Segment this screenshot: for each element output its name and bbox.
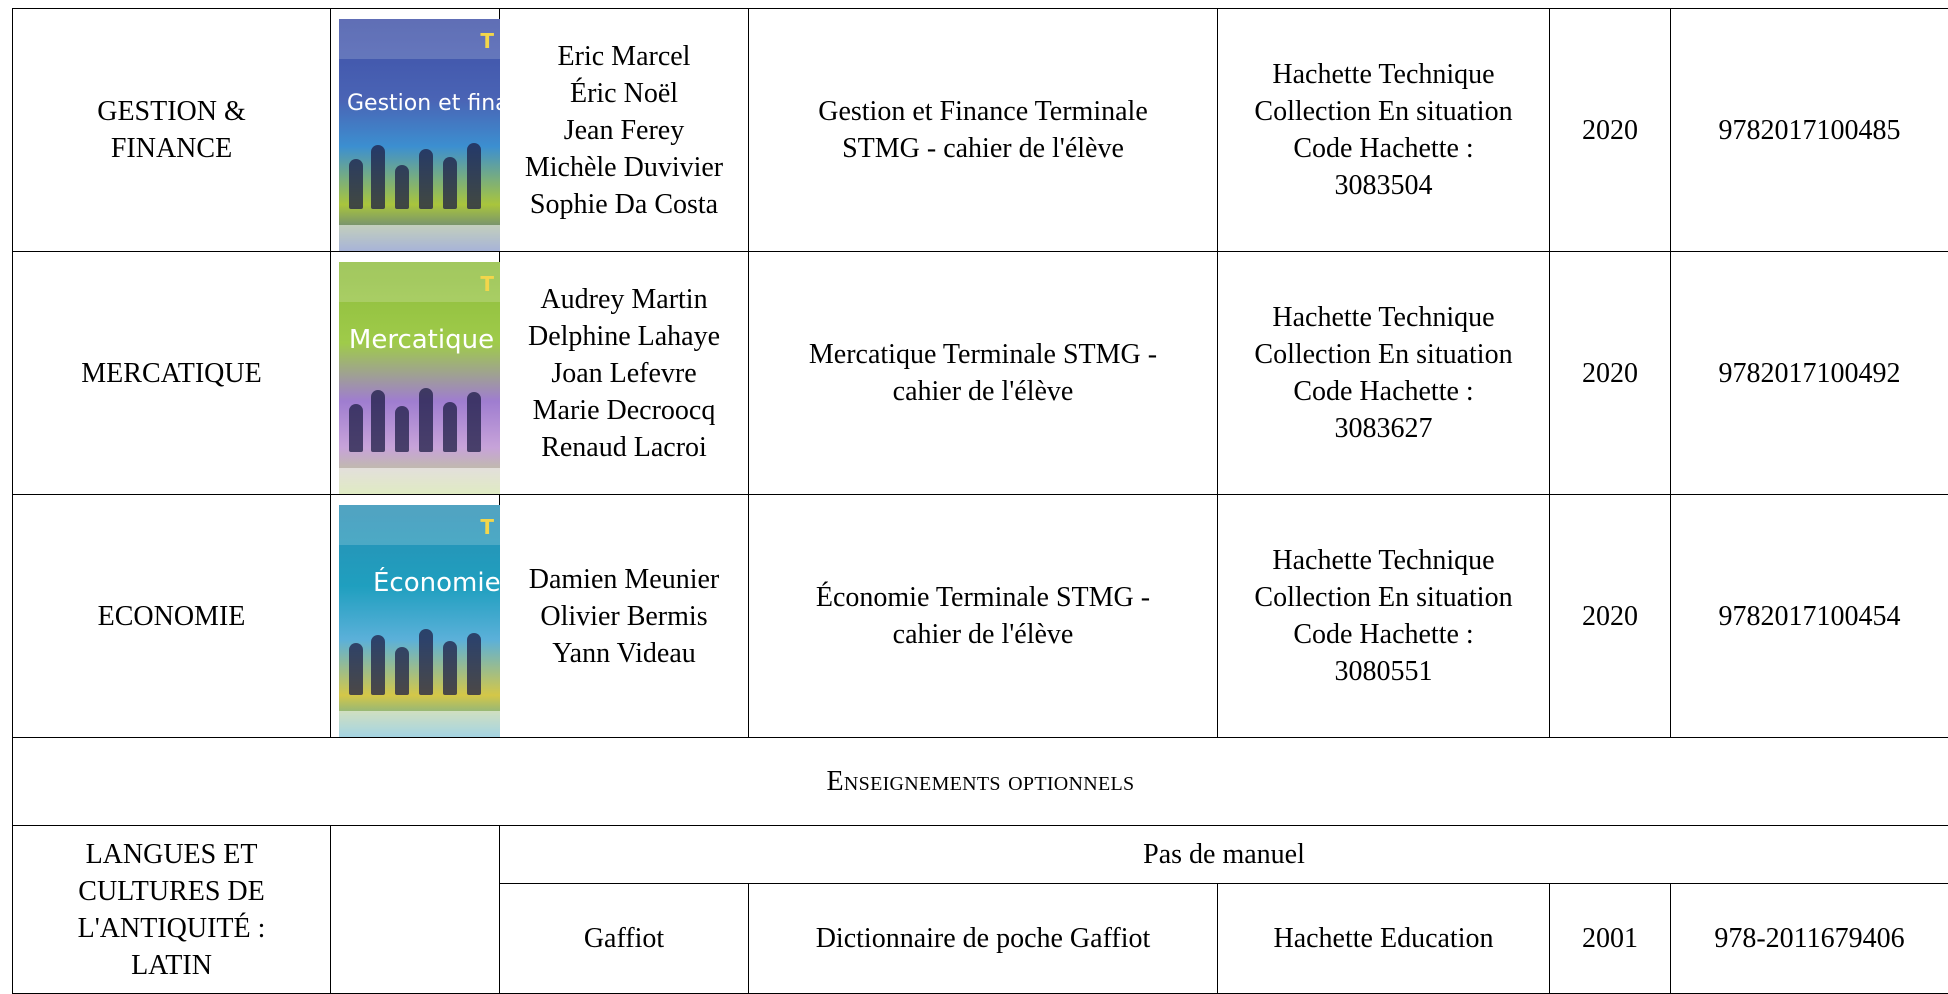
isbn-cell: 9782017100454 [1671,495,1948,738]
author-name: Michèle Duvivier [500,149,748,186]
book-cover-image: T Économie [339,505,500,737]
year-cell: 2020 [1550,9,1671,252]
author-name: Delphine Lahaye [500,318,748,355]
author-name: Renaud Lacroi [500,429,748,466]
cover-badge: T [480,509,494,546]
cover-cell: T Économie [331,495,500,738]
subject-cell: GESTION & FINANCE [13,9,331,252]
publisher-cell: Hachette Education [1218,884,1550,994]
publisher-cell: Hachette Technique Collection En situati… [1218,9,1550,252]
title-line: cahier de l'élève [753,616,1213,653]
title-cell: Gestion et Finance Terminale STMG - cahi… [749,9,1218,252]
table-row: MERCATIQUE T Mercatique Audrey Martin [13,252,1948,495]
author-name: Marie Decroocq [500,392,748,429]
author-name: Olivier Bermis [500,598,748,635]
author-name: Yann Videau [500,635,748,672]
isbn-cell: 9782017100485 [1671,9,1948,252]
cover-title: Économie [373,565,496,602]
title-line: STMG - cahier de l'élève [753,130,1213,167]
subject-line: LANGUES ET [17,836,326,873]
title-cell: Dictionnaire de poche Gaffiot [749,884,1218,994]
book-list-table: GESTION & FINANCE T Gestion et finance [12,8,1948,994]
subject-line: MERCATIQUE [17,355,326,392]
year-cell: 2020 [1550,252,1671,495]
cover-title: Mercatique [347,322,496,359]
publisher-line: Hachette Technique [1222,299,1545,336]
title-cell: Économie Terminale STMG - cahier de l'él… [749,495,1218,738]
subject-line: GESTION & [17,93,326,130]
isbn-cell: 9782017100492 [1671,252,1948,495]
title-line: Économie Terminale STMG - [753,579,1213,616]
publisher-line: 3083504 [1222,167,1545,204]
author-name: Sophie Da Costa [500,186,748,223]
year-cell: 2020 [1550,495,1671,738]
title-cell: Mercatique Terminale STMG - cahier de l'… [749,252,1218,495]
author-name: Damien Meunier [500,561,748,598]
no-manual-cell: Pas de manuel [500,826,1948,884]
section-row: Enseignements optionnels [13,738,1948,826]
publisher-line: Hachette Technique [1222,56,1545,93]
authors-cell: Eric Marcel Éric Noël Jean Ferey Michèle… [500,9,749,252]
publisher-line: Code Hachette : [1222,373,1545,410]
author-name: Jean Ferey [500,112,748,149]
isbn-cell: 978-2011679406 [1671,884,1948,994]
subject-line: FINANCE [17,130,326,167]
cover-cell [331,826,500,994]
subject-line: LATIN [17,947,326,984]
publisher-cell: Hachette Technique Collection En situati… [1218,252,1550,495]
section-header-label: Enseignements optionnels [827,766,1135,797]
publisher-cell: Hachette Technique Collection En situati… [1218,495,1550,738]
section-header: Enseignements optionnels [13,738,1948,826]
year-cell: 2001 [1550,884,1671,994]
cover-badge: T [480,23,494,60]
author-name: Audrey Martin [500,281,748,318]
authors-cell: Damien Meunier Olivier Bermis Yann Videa… [500,495,749,738]
book-cover-image: T Mercatique [339,262,500,494]
author-name: Eric Marcel [500,38,748,75]
subject-line: L'ANTIQUITÉ : [17,910,326,947]
author-name: Joan Lefevre [500,355,748,392]
publisher-line: Collection En situation [1222,579,1545,616]
table-row: GESTION & FINANCE T Gestion et finance [13,9,1948,252]
subject-line: ECONOMIE [17,598,326,635]
authors-cell: Audrey Martin Delphine Lahaye Joan Lefev… [500,252,749,495]
publisher-line: Collection En situation [1222,93,1545,130]
subject-cell: MERCATIQUE [13,252,331,495]
publisher-line: Code Hachette : [1222,616,1545,653]
title-line: Gestion et Finance Terminale [753,93,1213,130]
authors-cell: Gaffiot [500,884,749,994]
publisher-line: 3083627 [1222,410,1545,447]
publisher-line: Code Hachette : [1222,130,1545,167]
author-name: Éric Noël [500,75,748,112]
publisher-line: Collection En situation [1222,336,1545,373]
publisher-line: Hachette Technique [1222,542,1545,579]
cover-cell: T Mercatique [331,252,500,495]
title-line: Mercatique Terminale STMG - [753,336,1213,373]
subject-line: CULTURES DE [17,873,326,910]
title-line: cahier de l'élève [753,373,1213,410]
publisher-line: 3080551 [1222,653,1545,690]
book-cover-image: T Gestion et finance [339,19,500,251]
table-row: LANGUES ET CULTURES DE L'ANTIQUITÉ : LAT… [13,826,1948,884]
cover-badge: T [480,266,494,303]
subject-cell: ECONOMIE [13,495,331,738]
table-row: ECONOMIE T Économie Damien Meunier O [13,495,1948,738]
cover-cell: T Gestion et finance [331,9,500,252]
cover-title: Gestion et finance [347,85,496,122]
subject-cell: LANGUES ET CULTURES DE L'ANTIQUITÉ : LAT… [13,826,331,994]
